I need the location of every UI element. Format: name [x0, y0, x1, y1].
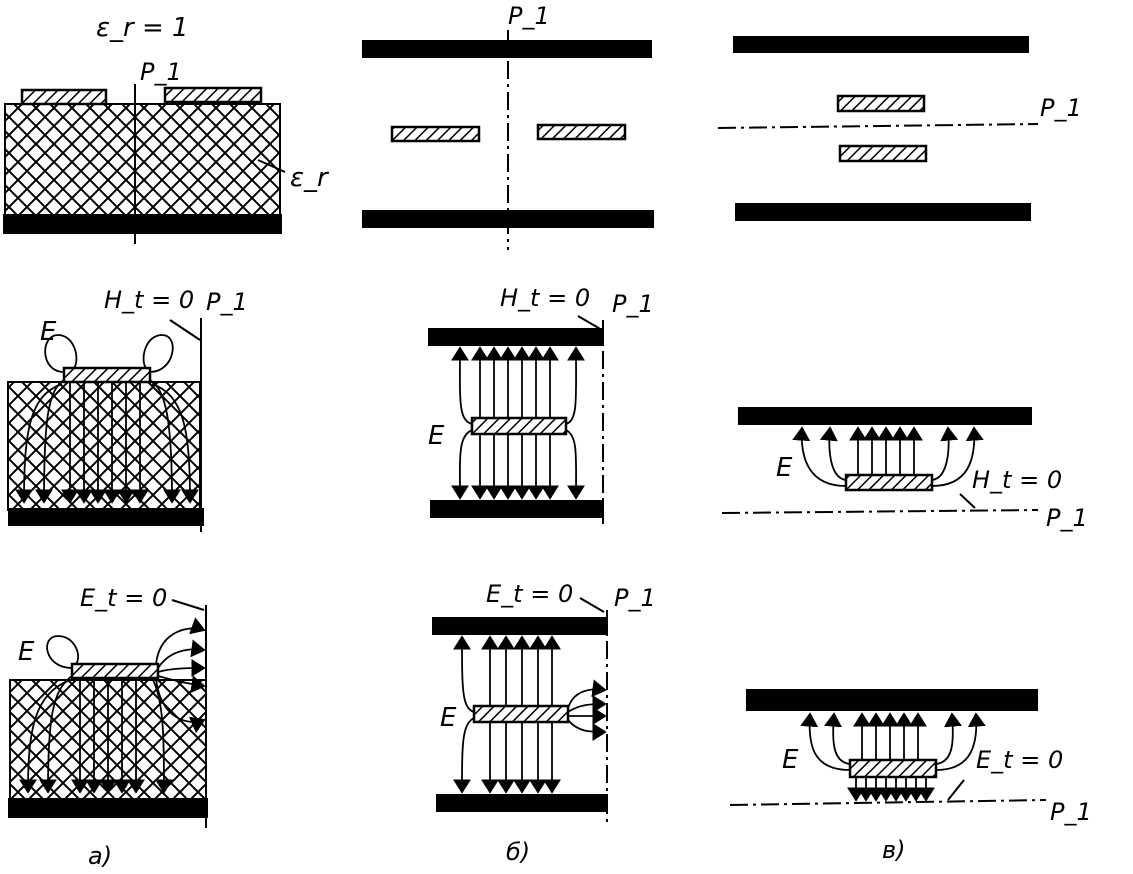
- caption-a: а): [88, 842, 112, 870]
- label-E: E: [782, 745, 799, 775]
- panel-c-bot: E E_t = 0 P_1 в): [729, 689, 1092, 864]
- symmetry-plane-p1: [717, 123, 1039, 129]
- upper-ground-plate: [362, 40, 652, 58]
- strip-conductor: [848, 758, 938, 779]
- strip-conductor: [470, 416, 568, 436]
- label-et0: E_t = 0: [80, 584, 167, 612]
- field-lines-down: [15, 379, 199, 504]
- label-E: E: [18, 637, 35, 667]
- field-lines-up: [450, 346, 586, 425]
- label-p1-c-mid: P_1: [1046, 504, 1088, 532]
- label-et0: E_t = 0: [486, 580, 573, 608]
- upper-ground-plate: [428, 328, 604, 346]
- strip-conductor: [70, 662, 160, 680]
- ground-plane: [3, 214, 282, 234]
- ht0-leader: [959, 493, 976, 509]
- lower-ground-plate: [430, 500, 604, 518]
- et0-leader: [947, 779, 965, 801]
- strip-right: [536, 123, 627, 141]
- strip-conductor: [472, 704, 570, 724]
- field-lines-up: [792, 426, 984, 487]
- label-p1-b-mid: P_1: [612, 290, 654, 318]
- upper-ground-plate: [738, 407, 1032, 425]
- label-er: ε_r: [290, 163, 330, 193]
- field-lines-down: [19, 675, 173, 794]
- label-p1-c-bot: P_1: [1050, 798, 1092, 826]
- panel-a-mid: E H_t = 0 P_1: [7, 286, 248, 532]
- panel-a-top: ε_r = 1 P_1 ε_r: [3, 13, 330, 244]
- upper-ground-plate: [746, 689, 1038, 711]
- field-lines-to-wall: [567, 679, 607, 741]
- label-p1-a-mid: P_1: [206, 288, 248, 316]
- lower-ground-plate: [735, 203, 1031, 221]
- field-lines-up: [453, 635, 561, 713]
- label-E: E: [428, 421, 445, 451]
- er-leader: [257, 159, 286, 173]
- label-p1-b-bot: P_1: [614, 584, 656, 612]
- strip-conductor-left: [20, 88, 108, 106]
- strip-lower: [838, 144, 928, 163]
- field-lines-to-wall: [155, 617, 206, 734]
- magnetic-wall-p1: [721, 509, 1039, 514]
- panel-a-bot: E E_t = 0 а): [8, 584, 208, 870]
- field-lines-down: [450, 429, 586, 500]
- field-line-loop-left: [46, 635, 80, 669]
- label-E: E: [40, 317, 57, 347]
- strip-conductor: [62, 366, 152, 384]
- dielectric-substrate: [4, 103, 281, 219]
- panel-c-top: P_1: [717, 36, 1082, 221]
- label-p1-b-top: P_1: [508, 2, 550, 30]
- et0-leader: [171, 599, 205, 611]
- field-line-loop-left: [44, 334, 78, 373]
- panel-b-mid: H_t = 0 P_1 E: [428, 284, 654, 528]
- field-lines-down: [847, 777, 935, 802]
- upper-ground-plate: [733, 36, 1029, 53]
- ht0-leader: [169, 319, 201, 341]
- strip-left: [390, 125, 481, 143]
- strip-conductor: [844, 473, 934, 492]
- label-ht0: H_t = 0: [500, 284, 590, 312]
- field-lines-down: [453, 717, 561, 794]
- label-et0: E_t = 0: [976, 746, 1063, 774]
- caption-b: б): [506, 838, 530, 866]
- label-p1-c-top: P_1: [1040, 94, 1082, 122]
- field-lines-up: [800, 712, 986, 771]
- label-E: E: [440, 703, 457, 733]
- label-ht0: H_t = 0: [104, 286, 194, 314]
- label-er-eq-1: ε_r = 1: [96, 13, 189, 43]
- strip-upper: [836, 94, 926, 113]
- panel-c-mid: E H_t = 0 P_1: [721, 407, 1088, 532]
- label-E: E: [776, 453, 793, 483]
- caption-c: в): [882, 836, 906, 864]
- ground-plane: [8, 798, 208, 818]
- label-p1-a-top: P_1: [140, 58, 182, 86]
- upper-ground-plate: [432, 617, 608, 635]
- ground-plane: [8, 508, 204, 526]
- ht0-leader: [577, 315, 603, 331]
- panel-b-bot: E_t = 0 P_1 E б): [432, 580, 656, 866]
- label-ht0: H_t = 0: [972, 466, 1062, 494]
- lower-ground-plate: [436, 794, 608, 812]
- strip-conductor-right: [163, 86, 263, 104]
- et0-leader: [579, 597, 605, 613]
- field-line-loop-right: [142, 334, 174, 373]
- panel-b-top: P_1: [362, 2, 654, 250]
- electric-wall-p1: [729, 799, 1047, 806]
